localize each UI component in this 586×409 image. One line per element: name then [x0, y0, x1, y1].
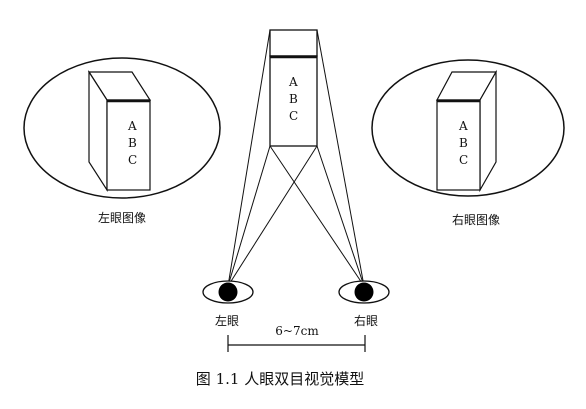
left-box-front-face	[106, 99, 151, 191]
center-box-letter-c: C	[289, 109, 298, 123]
left-eye-ray-bottom-left	[227, 145, 271, 287]
left-eye-ray-top-left	[227, 29, 271, 287]
left-image-label: 左眼图像	[98, 210, 146, 225]
right-box-letter-a: A	[458, 119, 468, 133]
center-box-letter-a: A	[288, 75, 298, 89]
figure-caption: 图 1.1 人眼双目视觉模型	[196, 370, 364, 388]
center-box-body	[269, 55, 318, 147]
left-box-letter-a: A	[127, 119, 137, 133]
left-eye-pupil	[218, 282, 238, 302]
left-eye-ray-bottom-right	[227, 145, 318, 287]
right-eye	[338, 280, 390, 304]
center-box-letter-b: B	[289, 92, 298, 106]
center-box-top	[269, 29, 318, 57]
right-image-ellipse	[371, 59, 565, 197]
right-eye-ray-top-right	[316, 29, 365, 287]
left-eye-label: 左眼	[215, 313, 239, 328]
right-box-letter-b: B	[459, 136, 468, 150]
sight-lines	[227, 29, 365, 287]
center-object: A B C	[269, 29, 318, 147]
right-box-front-face	[436, 99, 481, 191]
right-eye-ray-bottom-right	[316, 145, 365, 287]
right-eye-pupil	[354, 282, 374, 302]
left-eye-image: A B C	[23, 57, 221, 199]
eye-distance-dimension	[227, 335, 366, 352]
right-image-label: 右眼图像	[452, 212, 500, 227]
left-box-letter-c: C	[128, 153, 137, 167]
right-eye-label: 右眼	[354, 313, 378, 328]
right-eye-ray-bottom-left	[269, 145, 365, 287]
left-image-ellipse	[23, 57, 221, 199]
distance-label: 6~7cm	[275, 324, 319, 338]
right-eye-image: A B C	[371, 59, 565, 197]
left-box-letter-b: B	[128, 136, 137, 150]
left-eye	[202, 280, 254, 304]
right-box-letter-c: C	[459, 153, 468, 167]
